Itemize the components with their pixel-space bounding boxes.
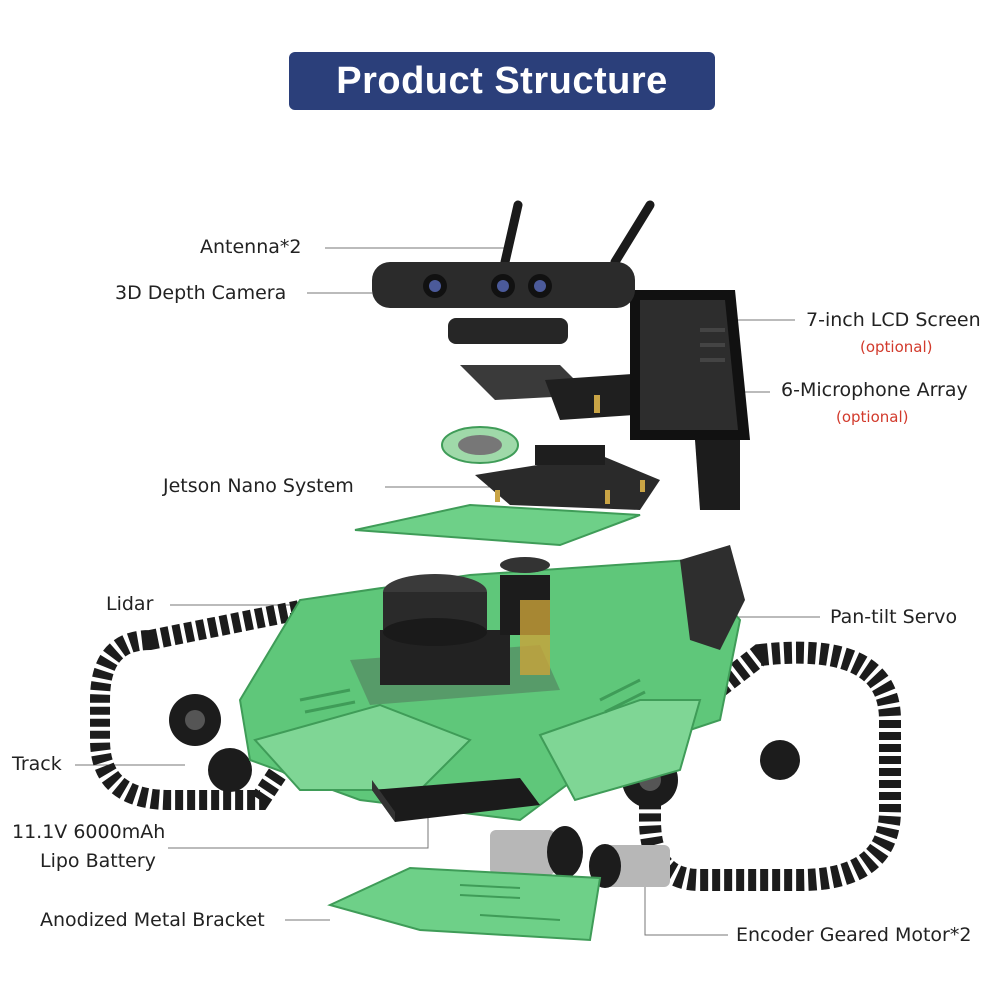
top-deck-plate	[354, 503, 641, 547]
lipo-battery	[372, 778, 540, 822]
title-banner: Product Structure	[289, 52, 715, 110]
label-mic-optional: (optional)	[836, 408, 909, 426]
label-jetson: Jetson Nano System	[163, 475, 354, 497]
label-servo: Pan-tilt Servo	[830, 606, 958, 628]
metal-bracket	[327, 866, 602, 942]
lcd-screen	[630, 290, 750, 510]
label-microphone-array: 6-Microphone Array	[781, 379, 968, 401]
label-lidar: Lidar	[106, 593, 154, 615]
jetson-board	[441, 426, 660, 510]
label-depth-camera: 3D Depth Camera	[115, 282, 287, 304]
label-battery-line1: 11.1V 6000mAh	[12, 821, 166, 843]
pan-tilt-servo	[500, 557, 550, 675]
label-motor: Encoder Geared Motor*2	[736, 924, 972, 946]
label-antenna: Antenna*2	[200, 236, 302, 258]
label-battery-line2: Lipo Battery	[40, 850, 156, 872]
encoder-motors	[490, 826, 670, 888]
left-track	[90, 597, 310, 810]
leader-battery	[168, 812, 429, 849]
label-bracket: Anodized Metal Bracket	[40, 909, 265, 931]
antennas	[500, 200, 655, 267]
lidar-unit	[380, 574, 510, 685]
label-lcd-optional: (optional)	[860, 338, 933, 356]
depth-camera	[372, 262, 635, 344]
page-title: Product Structure	[336, 59, 668, 102]
label-lcd-screen: 7-inch LCD Screen	[806, 309, 981, 331]
label-track: Track	[12, 753, 62, 775]
